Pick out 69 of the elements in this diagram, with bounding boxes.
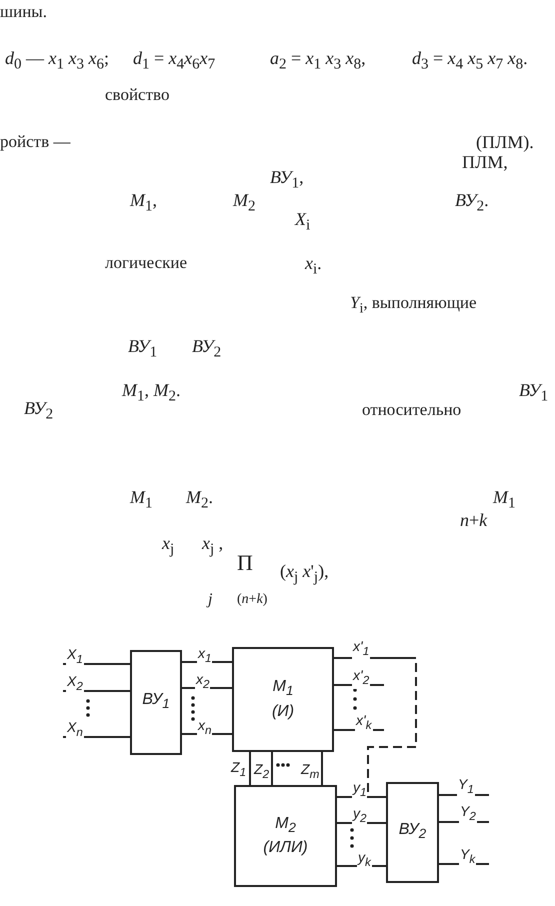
text-fragment: свойство (105, 85, 170, 105)
edge-label: x'$_{2}$ (352, 667, 370, 689)
formula: M$_{1}$ (130, 487, 152, 514)
block-label: ВУ$_{2}$ (398, 820, 426, 844)
block-label: (И) (272, 702, 294, 722)
formula: M$_{1}$, M$_{2}$. (122, 380, 180, 407)
formula: a$_{2}$ = x$_{1}$ x$_{3}$ x$_{8}$, (270, 48, 366, 75)
logic-block (234, 785, 337, 887)
block-label: M$_{1}$ (272, 677, 294, 701)
block-label: (ИЛИ) (263, 838, 308, 858)
edge-label: X$_{2}$ (66, 673, 84, 695)
formula: M$_{2}$. (186, 487, 213, 514)
signal-line (337, 822, 386, 824)
formula: M$_{1}$ (493, 487, 516, 514)
formula: Π (237, 553, 253, 573)
formula: X$_{i}$ (295, 209, 310, 236)
signal-line (63, 690, 130, 692)
edge-label: Y$_{k}$ (459, 846, 476, 868)
edge-label: x'$_{k}$ (355, 712, 373, 734)
formula: d$_{0}$ — x$_{1}$ x$_{3}$ x$_{6}$; (5, 48, 110, 75)
formula: ВУ$_{1}$ (128, 336, 158, 363)
signal-line (337, 796, 386, 798)
signal-line (182, 733, 232, 735)
text-fragment: логические (105, 253, 188, 273)
signal-line (63, 736, 130, 738)
formula: ВУ$_{1}$ (519, 380, 548, 407)
formula: x$_{j}$ , (202, 533, 224, 560)
formula: ВУ$_{2}$. (455, 190, 489, 217)
signal-line (334, 684, 384, 686)
edge-label: X$_{1}$ (66, 646, 84, 668)
block-label: M$_{2}$ (275, 814, 296, 838)
text-fragment: относительно (362, 400, 462, 420)
formula: ВУ$_{2}$ (24, 398, 54, 425)
formula: ВУ$_{1}$, (270, 167, 304, 194)
signal-line (271, 752, 273, 785)
formula: M$_{1}$, (130, 190, 157, 217)
edge-label: x'$_{1}$ (352, 638, 370, 660)
block-label: ВУ$_{1}$ (142, 690, 170, 714)
formula: d$_{3}$ = x$_{4}$ x$_{5}$ x$_{7}$ x$_{8}$. (412, 48, 528, 75)
formula: x$_{j}$ (162, 533, 174, 560)
edge-label: Y$_{2}$ (459, 803, 477, 825)
formula: M$_{2}$ (233, 190, 256, 217)
signal-line (439, 821, 489, 823)
formula: (x$_{j}$ x'$_{j}$), (280, 561, 329, 588)
formula: (ПЛМ). (476, 132, 534, 152)
formula: j (208, 590, 212, 610)
formula: n+k (460, 510, 488, 530)
signal-line (249, 752, 251, 785)
formula: (n+k) (237, 591, 268, 609)
signal-line (182, 687, 232, 689)
signal-line (63, 663, 130, 665)
signal-line (439, 794, 489, 796)
signal-line (321, 752, 323, 785)
signal-line (182, 661, 232, 663)
text-fragment: ройств — (0, 132, 70, 152)
formula: ВУ$_{2}$ (192, 336, 222, 363)
converter-block (130, 650, 182, 755)
signal-line (439, 863, 489, 865)
signal-line (334, 729, 384, 731)
text-fragment: Y$_{i}$, выполняющие (350, 293, 477, 318)
converter-block (386, 782, 439, 883)
formula: ПЛМ, (462, 152, 508, 172)
edge-label: Y$_{1}$ (457, 776, 475, 798)
text-fragment: шины. (0, 2, 47, 22)
signal-line (337, 865, 386, 867)
logic-block (232, 647, 334, 752)
edge-label: X$_{n}$ (66, 719, 84, 741)
formula: x$_{i}$. (305, 253, 322, 280)
formula: d$_{1}$ = x$_{4}$x$_{6}$x$_{7}$ (133, 48, 216, 75)
